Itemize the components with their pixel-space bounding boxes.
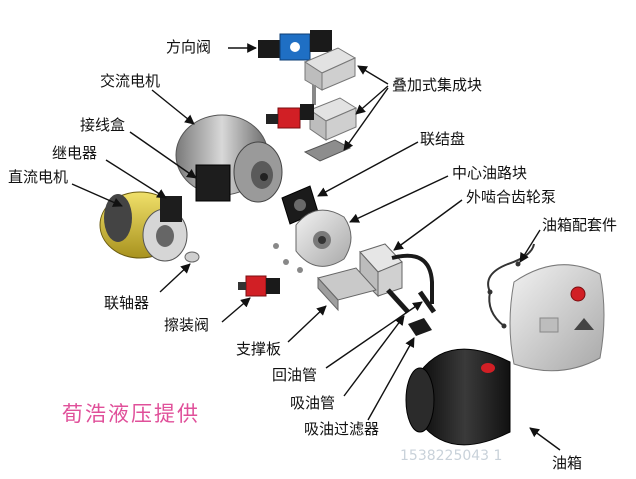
label-suction-pipe: 吸油管 bbox=[290, 394, 336, 412]
red-valve-part bbox=[266, 104, 314, 129]
leader-adapter-plate bbox=[317, 141, 419, 197]
leader-relief-valve bbox=[221, 297, 251, 323]
relief-valve-part bbox=[238, 275, 280, 297]
dc-motor-part bbox=[99, 191, 188, 262]
leader-stacked-2 bbox=[355, 85, 389, 115]
label-gear-pump: 外啮合齿轮泵 bbox=[466, 188, 557, 206]
leader-junction-box bbox=[129, 131, 197, 179]
label-dc-motor: 直流电机 bbox=[8, 168, 69, 186]
round-tank-part bbox=[405, 348, 511, 446]
label-junction-box: 接线盒 bbox=[80, 116, 126, 134]
leader-ac-motor bbox=[151, 89, 195, 125]
suction-filter-part bbox=[408, 318, 432, 336]
leader-oil-tank bbox=[529, 427, 561, 451]
leader-return-pipe bbox=[325, 301, 423, 369]
coupling-part bbox=[184, 251, 200, 263]
label-suction-filter: 吸油过滤器 bbox=[304, 420, 380, 438]
ac-motor-part bbox=[175, 114, 283, 203]
leader-dc-motor bbox=[71, 183, 123, 207]
label-oil-tank: 油箱 bbox=[552, 454, 583, 472]
label-support-plate: 支撑板 bbox=[236, 340, 282, 358]
directional-valve-part bbox=[258, 30, 332, 61]
leader-stacked-1 bbox=[357, 65, 389, 85]
label-tank-kit: 油箱配套件 bbox=[542, 216, 618, 234]
center-block-part bbox=[295, 209, 352, 267]
leader-relay bbox=[105, 159, 167, 199]
label-relief-valve: 擦装阀 bbox=[164, 316, 210, 334]
label-coupling: 联轴器 bbox=[104, 294, 150, 312]
label-relay: 继电器 bbox=[52, 144, 98, 162]
label-ac-motor: 交流电机 bbox=[100, 72, 161, 90]
label-return-pipe: 回油管 bbox=[272, 366, 318, 384]
support-plate-part bbox=[317, 267, 377, 312]
leader-suction-filter bbox=[367, 337, 415, 421]
leader-suction-pipe bbox=[343, 315, 405, 397]
leader-support-plate bbox=[287, 305, 327, 343]
suction-pipe-part bbox=[386, 288, 410, 314]
label-center-block: 中心油路块 bbox=[452, 164, 528, 182]
label-stacked-manifold: 叠加式集成块 bbox=[392, 76, 483, 94]
leader-gear-pump bbox=[393, 199, 463, 251]
leader-coupling bbox=[159, 263, 191, 293]
leader-arrows bbox=[71, 43, 561, 451]
leader-stacked-3 bbox=[343, 87, 389, 151]
leader-center-block bbox=[349, 175, 449, 223]
tank-kit-part bbox=[487, 243, 535, 329]
brand-watermark: 荀浩液压提供 bbox=[62, 402, 200, 426]
square-tank-part bbox=[509, 264, 605, 372]
label-adapter-plate: 联结盘 bbox=[420, 130, 466, 148]
return-pipe-part bbox=[391, 253, 437, 314]
phone-watermark: 1538225043 1 bbox=[400, 448, 503, 464]
label-directional-valve: 方向阀 bbox=[166, 38, 212, 56]
small-fittings-part bbox=[273, 243, 303, 273]
gear-pump-part bbox=[359, 243, 403, 298]
leader-tank-kit bbox=[519, 229, 541, 263]
